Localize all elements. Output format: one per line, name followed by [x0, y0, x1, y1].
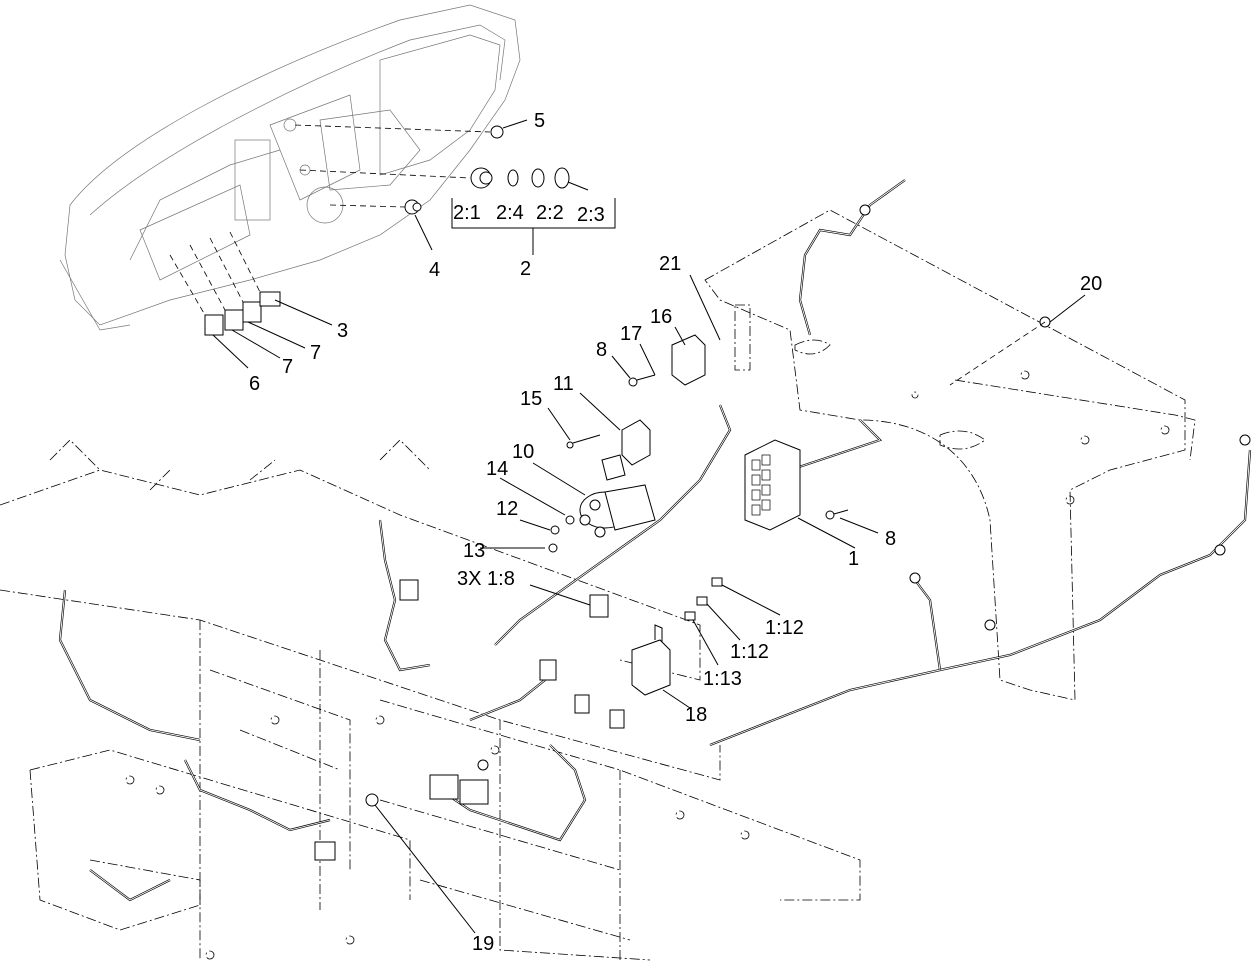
- callout-5: 5: [534, 110, 545, 132]
- controller-10: [579, 484, 656, 538]
- callout-15: 15: [520, 388, 542, 410]
- callout-11: 11: [553, 373, 574, 395]
- callout-20: 20: [1080, 273, 1102, 295]
- callout-1: 1: [848, 548, 859, 570]
- callout-1-13: 1:13: [703, 668, 742, 690]
- callout-16: 16: [650, 306, 672, 328]
- fuse-block: [744, 439, 801, 531]
- callout-7b: 7: [310, 342, 321, 364]
- callout-6: 6: [249, 373, 260, 395]
- ignition-parts: [294, 124, 589, 215]
- callout-18: 18: [685, 704, 707, 726]
- callout-2: 2: [520, 258, 531, 280]
- callout-21: 21: [659, 253, 681, 275]
- leader-lines: [212, 119, 1086, 934]
- callout-2-1: 2:1: [453, 202, 481, 224]
- wiring-harness: [58, 179, 1252, 902]
- callout-13: 13: [463, 540, 485, 562]
- callout-10: 10: [512, 441, 534, 463]
- callout-7a: 7: [282, 356, 293, 378]
- callout-1-12b: 1:12: [730, 641, 769, 663]
- module-11: [601, 419, 651, 481]
- bolt-fasteners: [365, 316, 1051, 807]
- callout-3: 3: [337, 320, 348, 342]
- callout-2-2: 2:2: [536, 202, 564, 224]
- relay-16: [671, 334, 706, 386]
- callout-2-4: 2:4: [496, 202, 524, 224]
- lower-frame: [0, 439, 861, 961]
- callout-4: 4: [429, 259, 440, 281]
- rocker-switches: [169, 231, 281, 336]
- callout-8b: 8: [885, 528, 896, 550]
- callout-labels: 1 2 2:1 2:4 2:2 2:3 3 4 5 6 7 7 8 8 10 1…: [249, 110, 1102, 955]
- fuses-1-12-1-13: [684, 577, 723, 621]
- callout-1-12a: 1:12: [765, 617, 804, 639]
- dashboard-panel: [59, 4, 521, 331]
- callout-12: 12: [496, 498, 518, 520]
- relay-18: [631, 624, 671, 696]
- callout-3x-1-8: 3X 1:8: [457, 568, 515, 590]
- callout-2-3: 2:3: [577, 204, 605, 226]
- callout-17: 17: [620, 323, 642, 345]
- connectors: [314, 204, 1251, 861]
- callout-14: 14: [486, 458, 508, 480]
- callout-19: 19: [472, 933, 494, 955]
- callout-8a: 8: [596, 339, 607, 361]
